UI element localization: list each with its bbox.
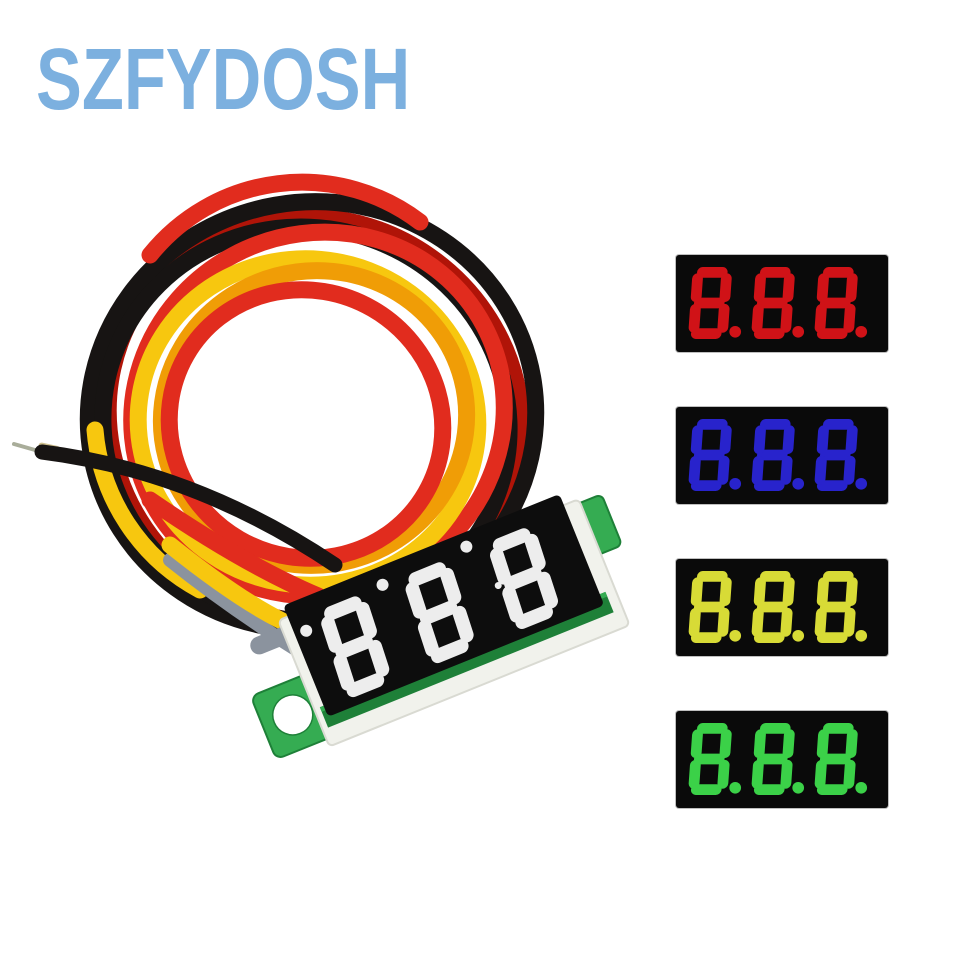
- display-digits: [300, 517, 559, 700]
- decimal-dot-small: [494, 582, 502, 590]
- decimal-dot: [460, 540, 473, 553]
- wire-cross-red-top: [141, 173, 429, 264]
- wire-loop-red-inner: [160, 281, 452, 567]
- display-variant-red: 8.8.8.: [676, 255, 888, 352]
- seven-segment-display: [676, 559, 888, 656]
- lead-sleeve: [250, 627, 291, 655]
- decimal-dot: [300, 624, 313, 637]
- brand-logo: SZFYDOSH: [36, 31, 411, 128]
- wire-red-tail: [141, 491, 327, 605]
- seven-segment-display: [676, 255, 888, 352]
- voltmeter-module: [250, 495, 630, 758]
- seven-segment-display: [676, 407, 888, 504]
- display-variant-green: 8.8.8.: [676, 711, 888, 808]
- display-variant-yellow: 8.8.8.: [676, 559, 888, 656]
- seven-segment-display: [676, 711, 888, 808]
- mounting-hole: [272, 694, 314, 736]
- wire-black-tail: [34, 444, 343, 573]
- display-variant-blue: 8.8.8.: [676, 407, 888, 504]
- decimal-dot: [376, 578, 389, 591]
